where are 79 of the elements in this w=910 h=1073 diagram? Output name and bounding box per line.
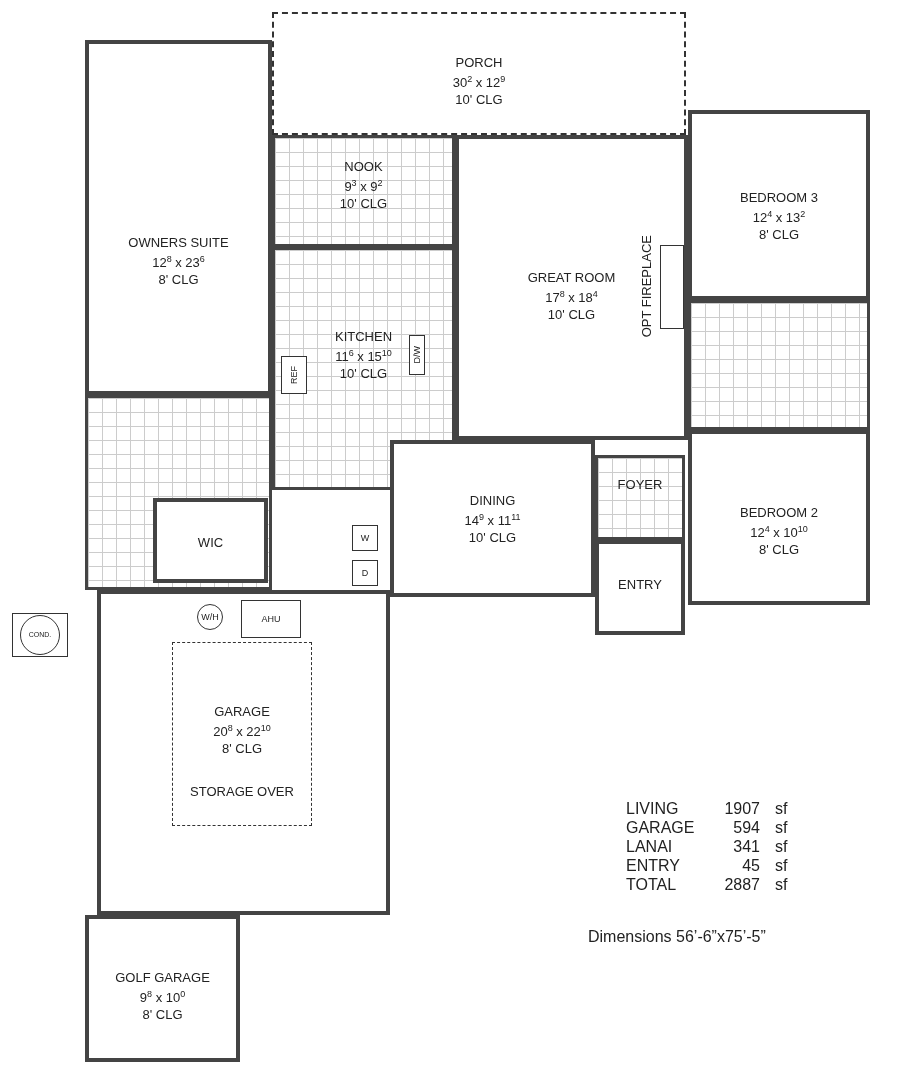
dimensions-note: Dimensions 56’-6”x75’-5” — [588, 928, 766, 946]
area-unit: sf — [775, 800, 788, 818]
room-name: WIC — [197, 534, 224, 551]
ceiling-height: 10' CLG — [455, 91, 503, 109]
room-name: DINING — [469, 492, 516, 509]
ceiling-height: 10' CLG — [547, 306, 596, 324]
room-name: PORCH — [455, 54, 503, 71]
appliance-box — [352, 560, 378, 586]
area-name: GARAGE — [626, 819, 695, 837]
tiled-room — [85, 395, 272, 590]
area-value: 1907 — [724, 800, 760, 818]
area-name: LANAI — [626, 838, 673, 856]
ceiling-height: 8' CLG — [758, 226, 800, 244]
area-name: ENTRY — [626, 857, 680, 875]
room-name: ENTRY — [618, 576, 662, 593]
tiled-room — [272, 135, 455, 247]
room-name: GARAGE — [214, 703, 270, 720]
ceiling-height: 10' CLG — [339, 195, 388, 213]
ceiling-height: 8' CLG — [158, 271, 199, 289]
ceiling-height: 8' CLG — [142, 1006, 183, 1024]
area-name: LIVING — [626, 800, 679, 818]
area-unit: sf — [775, 819, 788, 837]
room-name: GREAT ROOM — [527, 269, 616, 286]
room-dimensions: 14$^{9}$ x 11$^{11}$ — [464, 511, 521, 530]
appliance-box — [281, 356, 307, 394]
room-dimensions: 17$^{8}$ x 18$^{4}$ — [545, 288, 598, 307]
appliance-box — [409, 335, 425, 375]
fireplace-label: OPT FIREPLACE — [639, 235, 654, 338]
room-name: KITCHEN — [334, 328, 393, 345]
fixture-label: D — [361, 568, 369, 578]
room-name: NOOK — [344, 158, 383, 175]
appliance-box — [241, 600, 301, 638]
water-heater-symbol — [197, 604, 223, 630]
area-name: TOTAL — [626, 876, 677, 894]
area-unit: sf — [775, 857, 788, 875]
room-dimensions: 12$^{8}$ x 23$^{6}$ — [152, 253, 205, 272]
room-name: GOLF GARAGE — [115, 969, 210, 986]
ceiling-height: 10' CLG — [339, 365, 388, 383]
area-value: 2887 — [724, 876, 760, 894]
ceiling-height: 10' CLG — [468, 529, 517, 547]
appliance-box — [352, 525, 378, 551]
room-name: BEDROOM 3 — [740, 189, 818, 206]
room-name: FOYER — [617, 476, 663, 493]
room-dimensions: 11$^{6}$ x 15$^{10}$ — [335, 347, 392, 366]
area-value: 594 — [733, 819, 760, 837]
room-dimensions: 9$^{3}$ x 9$^{2}$ — [344, 177, 383, 196]
area-unit: sf — [775, 838, 788, 856]
area-value: 45 — [742, 857, 760, 875]
room-name: OWNERS SUITE — [128, 234, 229, 251]
porch-area — [272, 12, 686, 135]
fixture-label: D/W — [412, 346, 422, 364]
area-note: STORAGE OVER — [190, 783, 294, 801]
tiled-room — [272, 247, 455, 490]
ceiling-height: 8' CLG — [758, 541, 800, 559]
room-dimensions: 20$^{8}$ x 22$^{10}$ — [213, 722, 271, 741]
fixture-label: AHU — [261, 614, 281, 624]
area-unit: sf — [775, 876, 788, 894]
room — [688, 110, 870, 300]
room-dimensions: 12$^{4}$ x 13$^{2}$ — [752, 208, 806, 227]
fixture-label: W — [360, 533, 370, 543]
area-value: 341 — [733, 838, 760, 856]
tiled-room — [595, 455, 685, 540]
fixture-label: W/H — [201, 612, 219, 622]
room-dimensions: 30$^{2}$ x 12$^{9}$ — [452, 73, 506, 92]
condenser-pad — [12, 613, 68, 657]
room — [688, 430, 870, 605]
room-dimensions: 9$^{8}$ x 10$^{0}$ — [139, 988, 186, 1007]
tiled-room — [688, 300, 870, 430]
room — [390, 440, 595, 597]
room — [85, 915, 240, 1062]
storage-area — [172, 642, 312, 826]
room — [153, 498, 268, 583]
room-name: BEDROOM 2 — [740, 504, 818, 521]
room — [595, 540, 685, 635]
room — [85, 40, 272, 395]
ceiling-height: 8' CLG — [221, 740, 263, 758]
room — [97, 590, 390, 915]
fixture-label: REF — [289, 366, 299, 384]
room-dimensions: 12$^{4}$ x 10$^{10}$ — [750, 523, 808, 542]
